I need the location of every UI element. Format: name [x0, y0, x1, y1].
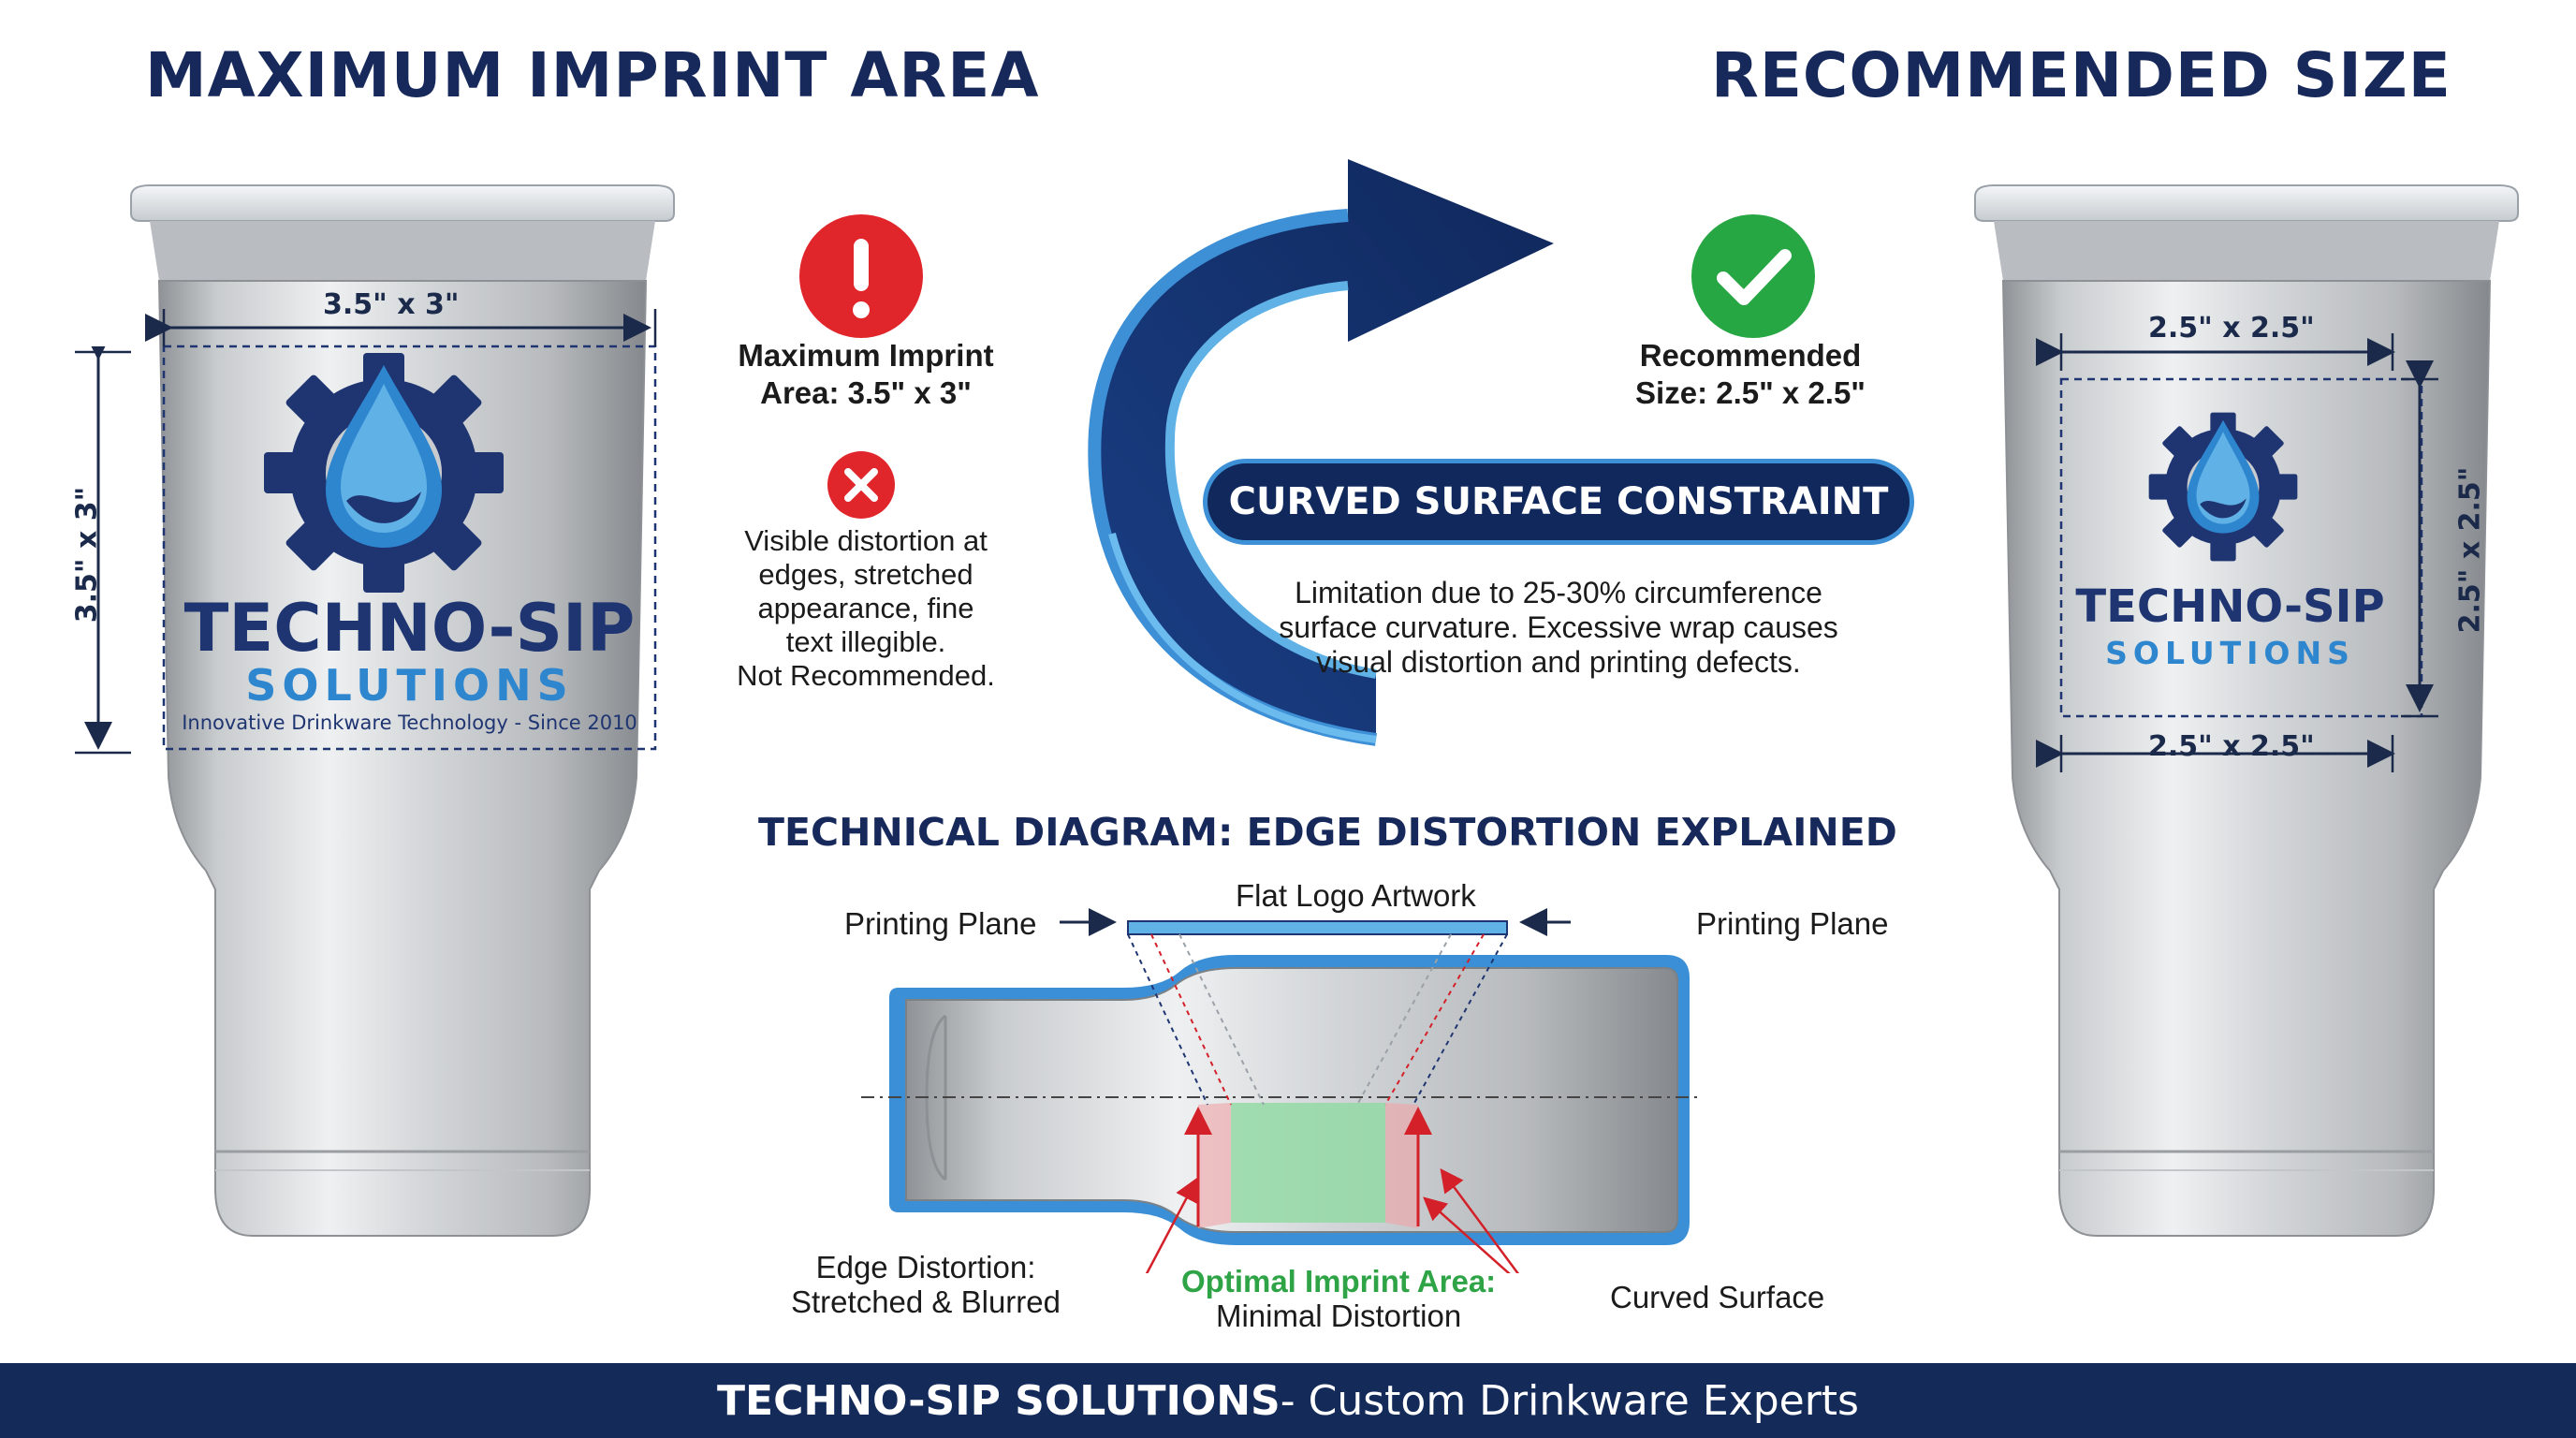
constraint-line3: visual distortion and printing defects.: [1316, 645, 1801, 679]
left-top-dimension: 3.5" x 3": [323, 288, 460, 321]
flat-logo-label: Flat Logo Artwork: [1236, 878, 1476, 913]
close-x-icon: [827, 451, 895, 519]
left-logo-name: TECHNO-SIP: [183, 590, 636, 667]
footer-tagline: - Custom Drinkware Experts: [1280, 1376, 1859, 1425]
tumbler-right-graphic: [1974, 184, 2519, 1237]
curved-surface-label: Curved Surface: [1610, 1280, 1825, 1314]
distortion-note: Visible distortion at edges, stretched a…: [683, 524, 1048, 693]
distortion-line4: text illegible.: [785, 625, 946, 658]
left-side-dimension: 3.5" x 3": [70, 486, 104, 624]
printing-plane-right-label: Printing Plane: [1696, 906, 1889, 941]
tumbler-maximum-imprint: 3.5" x 3" TECHNO-SIP SOLUTIONS Innovativ…: [112, 178, 693, 1245]
tumbler-recommended: 2.5" x 2.5" 2.5" x 2.5" 2.5" x 2.5" TECH…: [1956, 178, 2537, 1245]
success-check-icon: [1691, 214, 1815, 338]
right-top-dimension: 2.5" x 2.5": [2148, 312, 2315, 345]
right-logo-sub: SOLUTIONS: [2105, 635, 2355, 671]
right-logo-name: TECHNO-SIP: [2075, 580, 2385, 633]
recommended-line2: Size: 2.5" x 2.5": [1635, 375, 1866, 410]
recommended-caption: Recommended Size: 2.5" x 2.5": [1591, 337, 1910, 412]
constraint-line2: surface curvature. Excessive wrap causes: [1279, 610, 1838, 644]
distortion-line1: Visible distortion at: [744, 524, 988, 557]
gear-drop-logo-small-icon: [2148, 412, 2298, 562]
max-imprint-line2: Area: 3.5" x 3": [760, 375, 972, 410]
printing-plane-left-label: Printing Plane: [844, 906, 1037, 941]
footer-bar: TECHNO-SIP SOLUTIONS - Custom Drinkware …: [0, 1363, 2576, 1438]
constraint-line1: Limitation due to 25-30% circumference: [1295, 576, 1822, 609]
optimal-line2: Minimal Distortion: [1215, 1299, 1462, 1333]
edge-distortion-label: Edge Distortion: Stretched & Blurred: [791, 1250, 1061, 1319]
constraint-description: Limitation due to 25-30% circumference s…: [1217, 576, 1900, 680]
edge-line2: Stretched & Blurred: [791, 1284, 1061, 1319]
edge-line1: Edge Distortion:: [815, 1250, 1036, 1284]
heading-recommended-size: RECOMMENDED SIZE: [1711, 39, 2452, 111]
distortion-line5: Not Recommended.: [737, 659, 995, 692]
tumbler-left-graphic: [130, 184, 675, 1237]
left-side-dimension-line: [75, 346, 131, 755]
max-imprint-line1: Maximum Imprint: [738, 338, 994, 373]
max-imprint-caption: Maximum Imprint Area: 3.5" x 3": [688, 337, 1044, 412]
cross-section-diagram: [861, 908, 1699, 1273]
curved-arrow-icon: [1088, 159, 1554, 746]
recommended-line1: Recommended: [1639, 338, 1862, 373]
distortion-line3: appearance, fine: [757, 592, 974, 624]
curved-surface-constraint-pill: CURVED SURFACE CONSTRAINT: [1203, 459, 1914, 545]
right-bottom-dimension: 2.5" x 2.5": [2148, 730, 2315, 763]
left-logo-sub: SOLUTIONS: [245, 660, 574, 711]
gear-drop-logo-icon: [264, 353, 504, 593]
left-logo-tagline: Innovative Drinkware Technology - Since …: [182, 712, 637, 734]
optimal-line1: Optimal Imprint Area:: [1181, 1264, 1497, 1299]
technical-diagram-title: TECHNICAL DIAGRAM: EDGE DISTORTION EXPLA…: [758, 810, 1897, 855]
heading-maximum-imprint: MAXIMUM IMPRINT AREA: [145, 39, 1040, 111]
distortion-line2: edges, stretched: [758, 558, 973, 591]
optimal-area-label: Optimal Imprint Area: Minimal Distortion: [1181, 1264, 1496, 1333]
footer-brand: TECHNO-SIP SOLUTIONS: [717, 1376, 1281, 1425]
warning-exclamation-icon: [799, 214, 923, 338]
right-side-dimension: 2.5" x 2.5": [2453, 466, 2487, 634]
